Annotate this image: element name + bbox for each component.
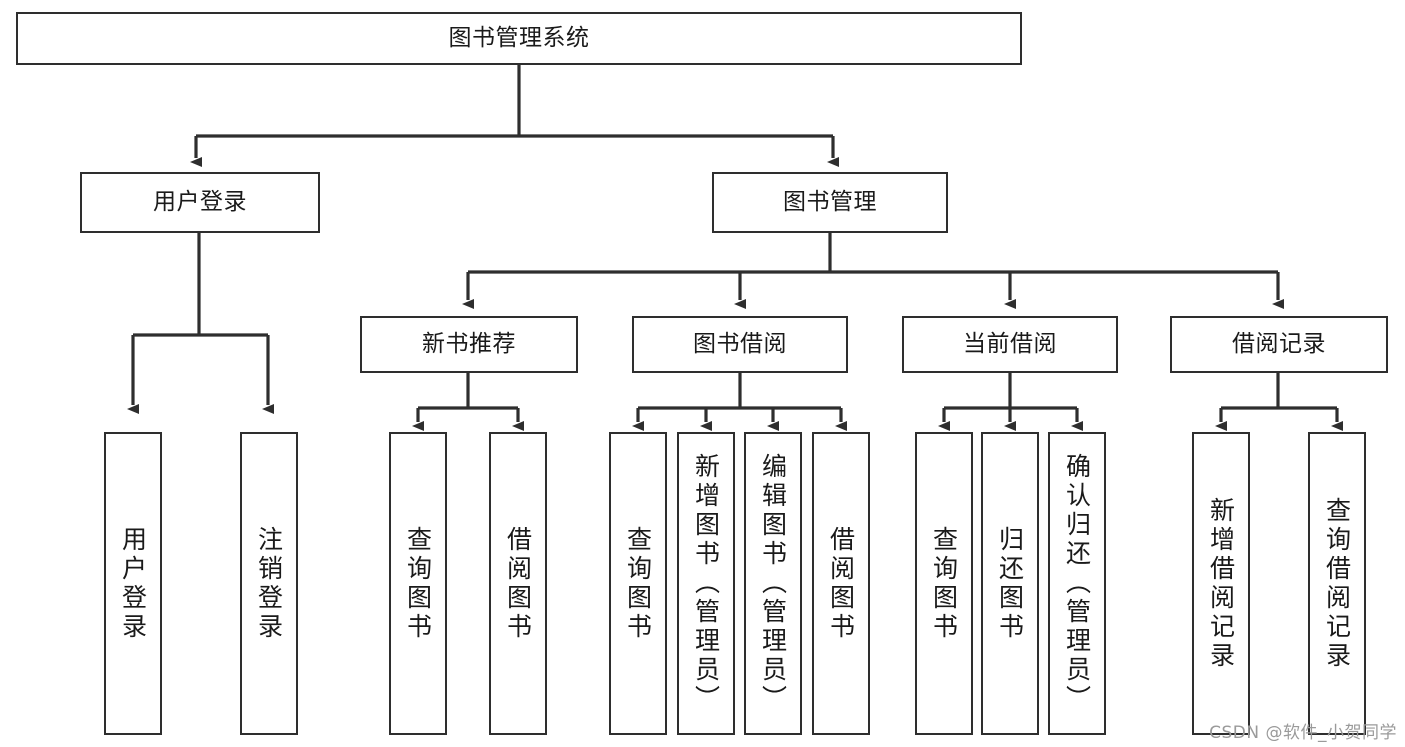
node-leaf-borrow-book-recommend[interactable]: 借阅图书 [489, 432, 547, 735]
node-leaf-borrow-book[interactable]: 借阅图书 [812, 432, 870, 735]
node-leaf-confirm-return-admin-label: 确认归还（管理员） [1062, 453, 1092, 714]
node-leaf-user-login-label: 用户登录 [118, 525, 148, 642]
node-current-borrow-label: 当前借阅 [963, 330, 1057, 357]
node-book-management-label: 图书管理 [783, 188, 877, 215]
node-leaf-logout-label: 注销登录 [254, 525, 284, 642]
node-borrow-record-label: 借阅记录 [1232, 330, 1326, 357]
node-borrow-record[interactable]: 借阅记录 [1170, 316, 1388, 373]
node-leaf-return-book-label: 归还图书 [995, 525, 1025, 642]
node-leaf-return-book[interactable]: 归还图书 [981, 432, 1039, 735]
node-current-borrow[interactable]: 当前借阅 [902, 316, 1118, 373]
node-leaf-edit-book-admin[interactable]: 编辑图书（管理员） [744, 432, 802, 735]
node-leaf-add-book-admin-label: 新增图书（管理员） [691, 453, 721, 714]
node-leaf-add-borrow-record-label: 新增借阅记录 [1206, 496, 1236, 671]
node-leaf-query-book-recommend-label: 查询图书 [403, 525, 433, 642]
node-book-management[interactable]: 图书管理 [712, 172, 948, 233]
node-leaf-query-borrow-record[interactable]: 查询借阅记录 [1308, 432, 1366, 735]
node-user-login-label: 用户登录 [153, 188, 247, 215]
node-leaf-borrow-book-recommend-label: 借阅图书 [503, 525, 533, 642]
node-leaf-query-book-current-label: 查询图书 [929, 525, 959, 642]
node-root-system-label: 图书管理系统 [448, 24, 590, 51]
node-leaf-confirm-return-admin[interactable]: 确认归还（管理员） [1048, 432, 1106, 735]
node-leaf-query-borrow-record-label: 查询借阅记录 [1322, 496, 1352, 671]
node-book-borrow-label: 图书借阅 [693, 330, 787, 357]
node-leaf-edit-book-admin-label: 编辑图书（管理员） [758, 453, 788, 714]
node-leaf-add-book-admin[interactable]: 新增图书（管理员） [677, 432, 735, 735]
node-leaf-add-borrow-record[interactable]: 新增借阅记录 [1192, 432, 1250, 735]
node-new-book-recommend-label: 新书推荐 [422, 330, 516, 357]
node-root-system[interactable]: 图书管理系统 [16, 12, 1022, 65]
node-leaf-query-book-borrow[interactable]: 查询图书 [609, 432, 667, 735]
node-new-book-recommend[interactable]: 新书推荐 [360, 316, 578, 373]
node-user-login[interactable]: 用户登录 [80, 172, 320, 233]
node-leaf-query-book-borrow-label: 查询图书 [623, 525, 653, 642]
csdn-watermark: CSDN @软件_小贺同学 [1209, 723, 1397, 743]
node-leaf-query-book-current[interactable]: 查询图书 [915, 432, 973, 735]
node-leaf-borrow-book-label: 借阅图书 [826, 525, 856, 642]
node-book-borrow[interactable]: 图书借阅 [632, 316, 848, 373]
node-leaf-user-login[interactable]: 用户登录 [104, 432, 162, 735]
node-leaf-query-book-recommend[interactable]: 查询图书 [389, 432, 447, 735]
node-leaf-logout[interactable]: 注销登录 [240, 432, 298, 735]
